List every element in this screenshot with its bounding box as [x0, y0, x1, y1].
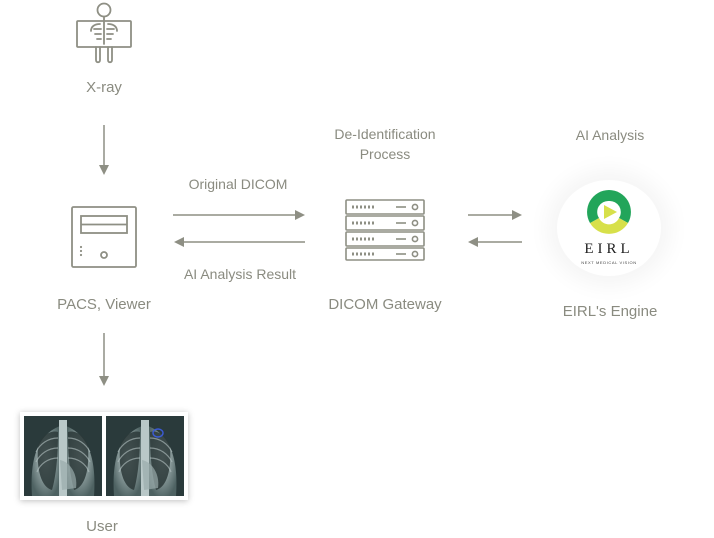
- xray-icon: [76, 2, 132, 64]
- chest-xray-images: [20, 412, 188, 500]
- eirl-wordmark: EIRL: [584, 241, 634, 257]
- engine-label: EIRL's Engine: [562, 303, 658, 320]
- eirl-logo-icon: [587, 190, 631, 234]
- eirl-logo-badge: EIRL NEXT MEDICAL VISION: [557, 180, 661, 276]
- pacs-label: PACS, Viewer: [57, 296, 151, 313]
- ai-result-label: AI Analysis Result: [183, 266, 297, 282]
- pacs-icon: [71, 206, 137, 268]
- ai-analysis-caption: AI Analysis: [575, 127, 645, 143]
- chest-xray-left: [24, 416, 102, 496]
- original-dicom-label: Original DICOM: [188, 176, 288, 192]
- deidentification-caption: De-Identification Process: [334, 126, 436, 162]
- server-rack-icon: [345, 199, 425, 261]
- user-label: User: [86, 518, 118, 535]
- eirl-tagline: NEXT MEDICAL VISION: [581, 260, 637, 265]
- xray-label: X-ray: [86, 79, 122, 96]
- chest-xray-right: [106, 416, 184, 496]
- gateway-label: DICOM Gateway: [328, 296, 442, 313]
